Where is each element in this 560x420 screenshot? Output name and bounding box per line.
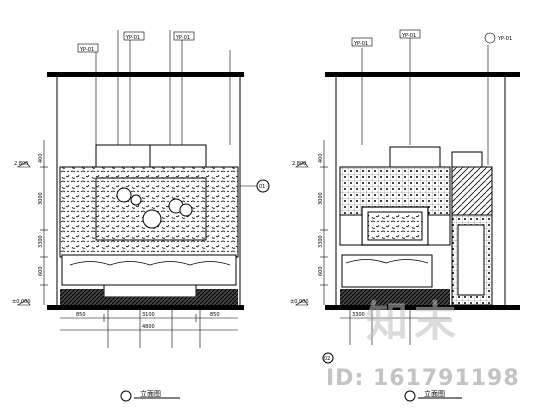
right-dim-v4: 600: [318, 266, 324, 276]
right-tall-cabinet: [451, 166, 493, 216]
left-floor-slab: [47, 305, 244, 310]
right-floor-slab: [325, 305, 520, 310]
right-callout-1: YP-01: [353, 41, 368, 47]
pendant-light: [142, 209, 162, 229]
pendant-light: [130, 194, 142, 206]
right-elevation: [294, 29, 520, 402]
callout-box: [123, 31, 145, 41]
right-level-bottom: ±0.000: [290, 299, 309, 305]
right-callout-3: YP-01: [497, 36, 512, 42]
left-sofa: [61, 254, 237, 286]
left-dim-b3: 850: [210, 312, 220, 318]
right-dim-b1: 3300: [352, 312, 365, 318]
left-dim-b2: 3100: [142, 312, 155, 318]
left-dim-v3: 3300: [38, 235, 44, 248]
pendant-light: [116, 187, 132, 203]
right-dim-v3: 3300: [318, 235, 324, 248]
left-coffee-table: [103, 284, 197, 298]
left-dim-v2: 3000: [38, 192, 44, 205]
watermark-id: ID: 161791198: [326, 366, 520, 391]
right-title: 立面图: [424, 389, 445, 398]
right-dim-v2: 3000: [318, 192, 324, 205]
left-level-bottom: ±0.000: [12, 299, 31, 305]
left-section-label: 01: [259, 184, 265, 190]
right-sofa: [341, 254, 433, 288]
left-dim-b1: 850: [76, 312, 86, 318]
right-section-label: 02: [324, 356, 330, 362]
right-ceiling-slab: [325, 72, 520, 77]
left-callout-2: YP-01: [125, 35, 140, 41]
left-ceiling-slab: [47, 72, 244, 77]
callout-box: [173, 31, 195, 41]
left-dim-v4: 600: [38, 266, 44, 276]
left-callout-1: YP-01: [79, 47, 94, 53]
pendant-light: [179, 203, 193, 217]
right-level-top: 2.800: [292, 161, 306, 167]
left-callout-3: YP-01: [175, 35, 190, 41]
left-dim-v1: 400: [38, 153, 44, 163]
left-title: 立面图: [140, 389, 161, 398]
watermark-logo: 知末: [366, 297, 463, 346]
callout-box: [351, 37, 373, 47]
right-callout-marker: [484, 32, 496, 44]
right-section-marker: [322, 352, 334, 364]
left-dim-total: 4800: [142, 324, 155, 330]
right-dim-v1: 400: [318, 153, 324, 163]
right-callout-2: YP-01: [401, 33, 416, 39]
left-level-top: 2.800: [14, 161, 28, 167]
callout-box: [77, 43, 99, 53]
left-elevation: [16, 30, 270, 402]
callout-box: [399, 29, 421, 39]
